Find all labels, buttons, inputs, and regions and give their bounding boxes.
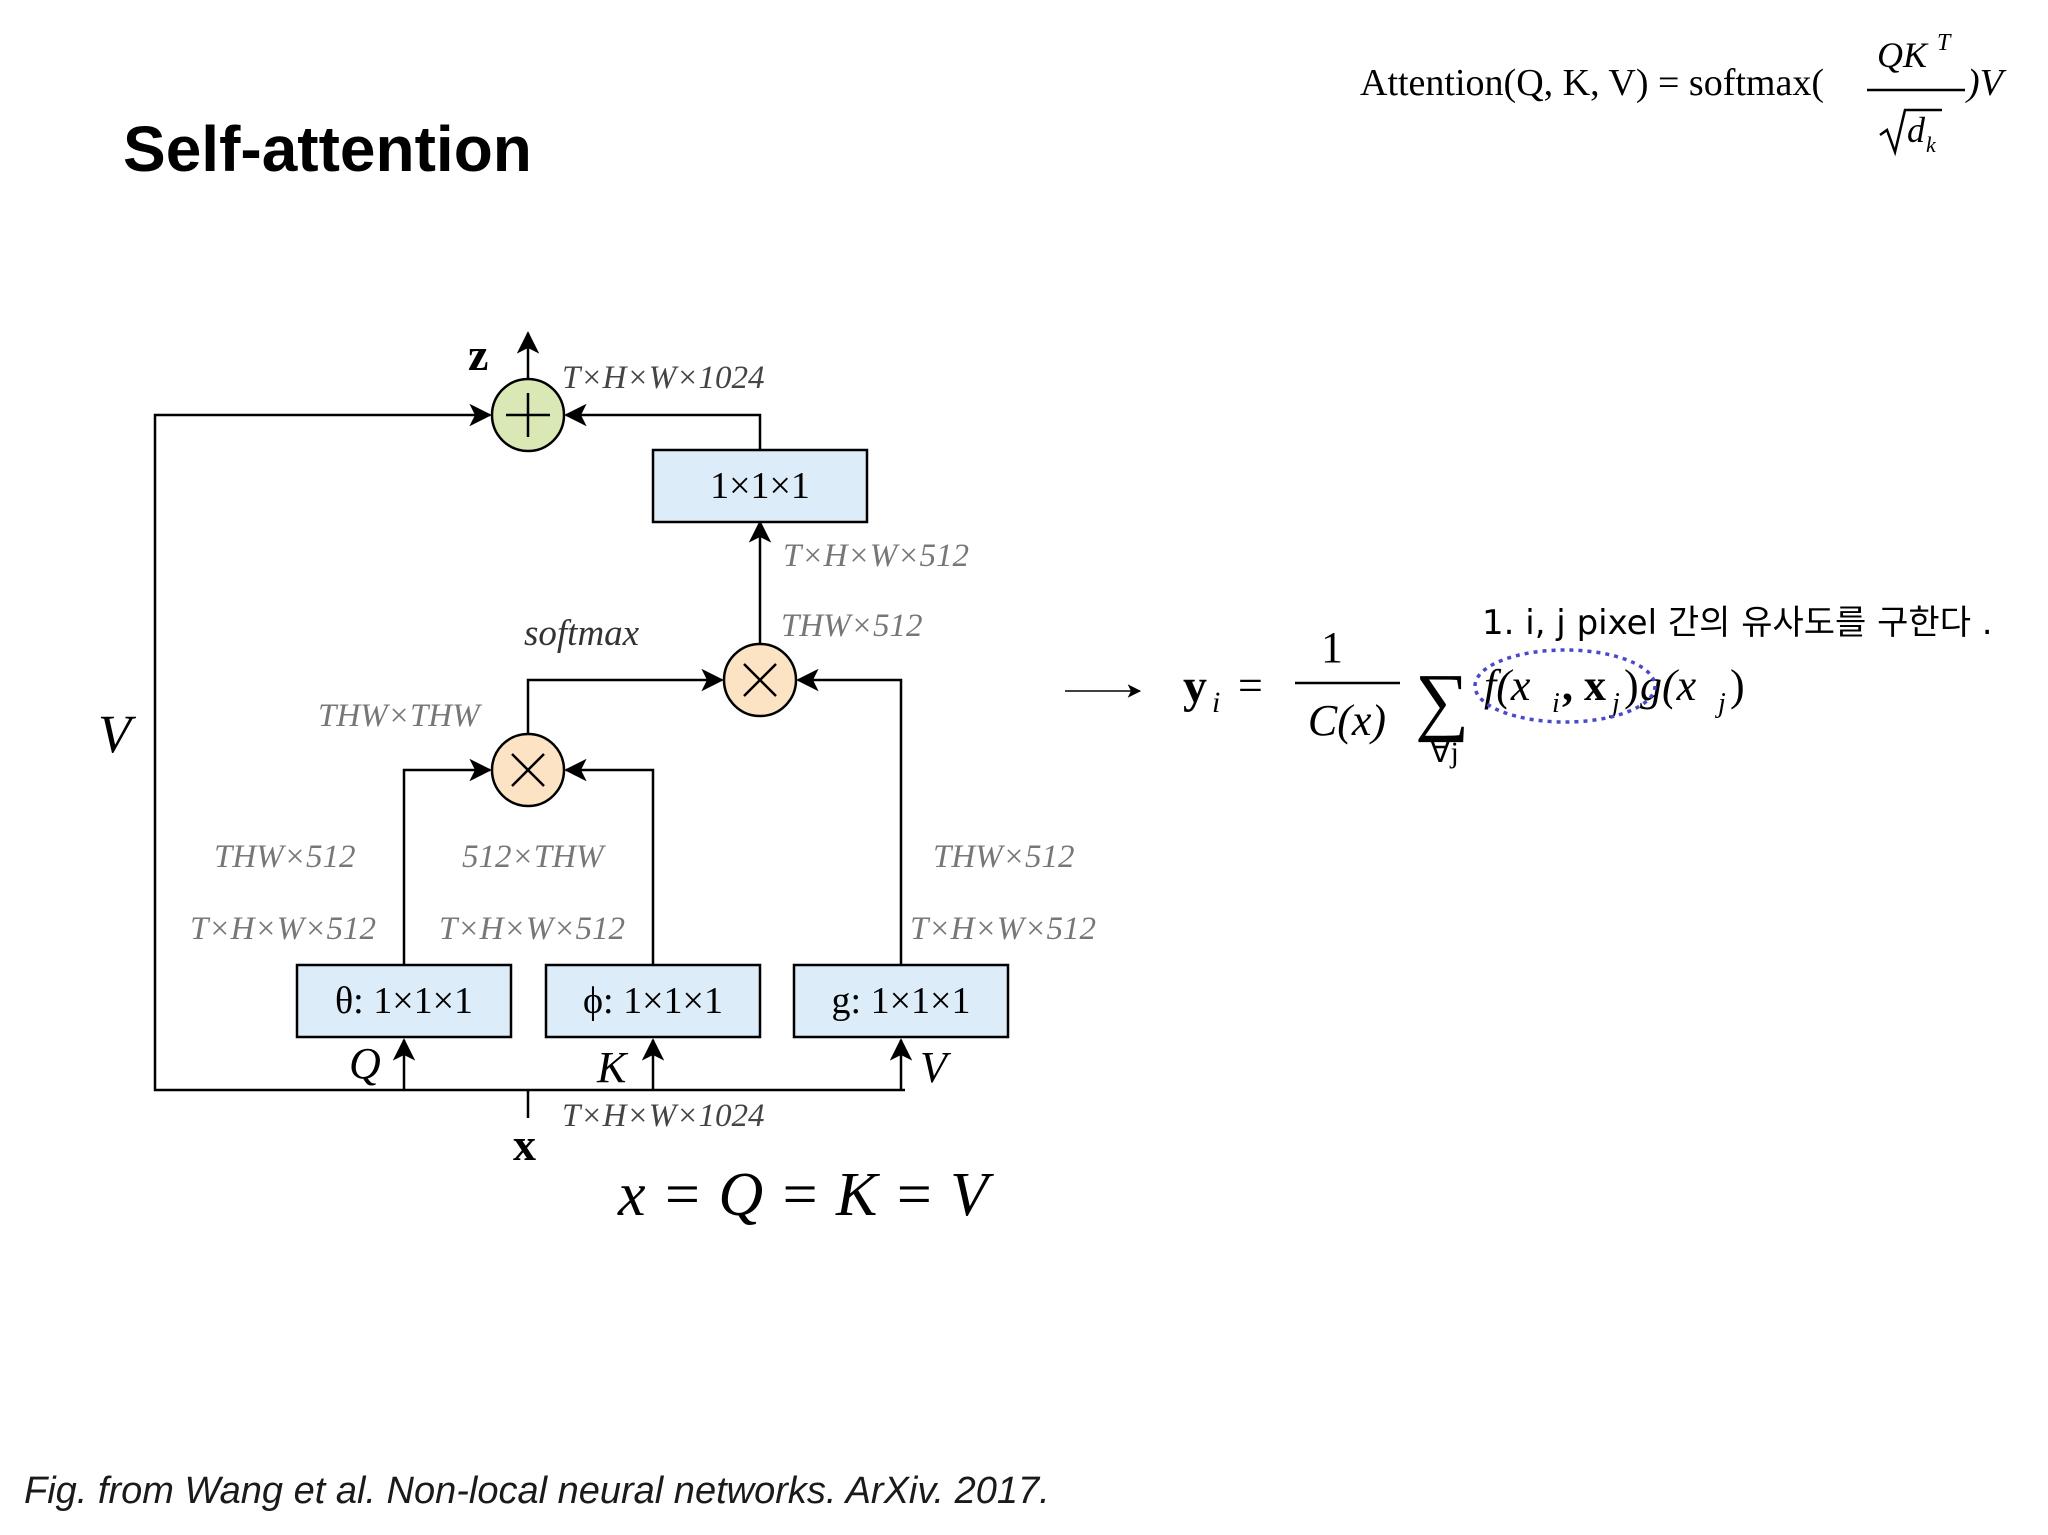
proj-dim-label: T×H×W×512 (783, 538, 969, 574)
attention-formula-numerator: QK (1877, 35, 1929, 75)
figure-caption: Fig. from Wang et al. Non-local neural n… (24, 1470, 1050, 1512)
similarity-note: 1. i, j pixel 간의 유사도를 구한다 . (1482, 603, 1993, 643)
attention-to-aggregate-line (526, 668, 724, 733)
slide-title: Self-attention (123, 113, 532, 185)
phi-to-matmul-line (564, 758, 655, 965)
top-dim-label: T×H×W×1024 (562, 360, 764, 396)
nl-g-sub-j: j (1715, 688, 1726, 719)
nl-f-sub-i: i (1552, 688, 1560, 719)
z-symbol: z (468, 329, 488, 380)
bottom-dim-label: T×H×W×1024 (562, 1098, 764, 1134)
g-flat-label: THW×512 (933, 839, 1074, 875)
attention-dim-label: THW×THW (318, 698, 482, 734)
attention-formula-lhs: Attention(Q, K, V) = softmax( (1360, 62, 1824, 104)
v-label: V (920, 1043, 952, 1092)
attention-formula-numerator-sup: T (1937, 30, 1952, 56)
sqrt-sign (1879, 108, 1942, 157)
theta-box (295, 963, 513, 1039)
nl-f-mid: , x (1562, 661, 1606, 710)
times-icon-a2 (743, 663, 777, 697)
g-box-label: g: 1×1×1 (832, 980, 971, 1022)
similarity-highlight-ellipse (1473, 648, 1657, 724)
nl-sum: ∑ (1415, 659, 1469, 743)
theta-to-matmul-line (402, 758, 492, 965)
g-box (792, 963, 1010, 1039)
phi-box-label: ϕ: 1×1×1 (583, 980, 723, 1022)
nl-f-sub-j: j (1609, 688, 1620, 719)
nl-lhs-sub: i (1212, 686, 1220, 719)
g-dim-label: T×H×W×512 (910, 911, 1096, 947)
nl-g-close: ) (1730, 661, 1745, 710)
k-label: K (596, 1043, 629, 1092)
theta-box-label: θ: 1×1×1 (335, 980, 473, 1022)
phi-flat-label: 512×THW (462, 839, 606, 875)
softmax-label: softmax (524, 613, 640, 654)
nl-f-term: f(x (1484, 661, 1531, 710)
nl-sum-sub: ∀j (1430, 736, 1459, 769)
nl-equals: = (1238, 661, 1263, 710)
attention-formula-rhs: )V (1965, 62, 2007, 104)
phi-dim-label: T×H×W×512 (439, 911, 625, 947)
proj-to-sum-line (564, 403, 762, 450)
output-projection-box (651, 448, 869, 524)
theta-dim-label: T×H×W×512 (190, 911, 376, 947)
q-label: Q (349, 1039, 381, 1088)
output-projection-label: 1×1×1 (710, 465, 810, 507)
nl-frac-num: 1 (1321, 623, 1343, 672)
attention-formula: Attention(Q, K, V) = softmax( QK T d k )… (1360, 30, 2007, 157)
nl-g-term: g(x (1640, 661, 1697, 710)
phi-box (544, 963, 762, 1039)
theta-flat-label: THW×512 (214, 839, 355, 875)
nl-frac-den: C(x) (1308, 696, 1386, 745)
nl-f-close: ) (1624, 661, 1639, 710)
times-icon-b2 (511, 753, 545, 787)
equality-label: x = Q = K = V (617, 1161, 994, 1229)
x-symbol: x (513, 1119, 536, 1170)
attention-formula-denominator-sub: k (1926, 132, 1937, 157)
skip-v-label: V (98, 704, 137, 764)
aggregate-dim-label: THW×512 (781, 608, 922, 644)
skip-connection-line (153, 403, 528, 1092)
g-to-aggregate-line (796, 668, 903, 965)
nl-lhs: y (1183, 660, 1207, 713)
attention-formula-denominator: d (1907, 110, 1926, 150)
